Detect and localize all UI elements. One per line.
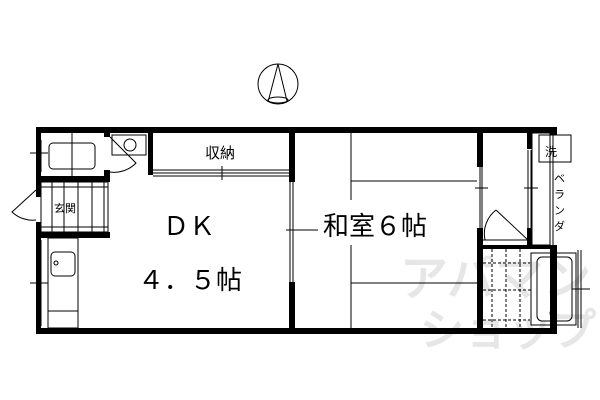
label-dk: ＤＫ (163, 212, 215, 242)
label-storage: 収納 (205, 144, 235, 162)
interior-walls (36, 127, 557, 334)
compass-north-icon (257, 63, 299, 105)
label-veranda-1: ベ (554, 172, 565, 185)
bath-floor-tiles (483, 249, 532, 328)
label-washitsu: 和室６帖 (323, 212, 427, 242)
veranda-area (531, 132, 551, 246)
watermark: アパマン ショップ (400, 251, 596, 356)
tatami-lines (350, 133, 477, 328)
kitchen-sink-icon (50, 251, 76, 277)
label-dk-size: ４．５帖 (138, 266, 242, 296)
kitchen-counter (47, 237, 79, 329)
closet-door (483, 209, 529, 241)
label-veranda-4: ダ (554, 219, 565, 233)
label-entrance: 玄関 (54, 201, 76, 215)
washer-space (538, 134, 572, 163)
entrance-door (11, 189, 37, 221)
watermark-line1: アパマン (400, 251, 591, 307)
door-swing (109, 136, 137, 173)
label-veranda-2: ラ (554, 188, 565, 201)
label-veranda-3: ン (554, 204, 565, 217)
washbasin-icon (111, 134, 147, 156)
label-washer: 洗 (545, 145, 557, 159)
entrance-tiles (40, 181, 109, 233)
